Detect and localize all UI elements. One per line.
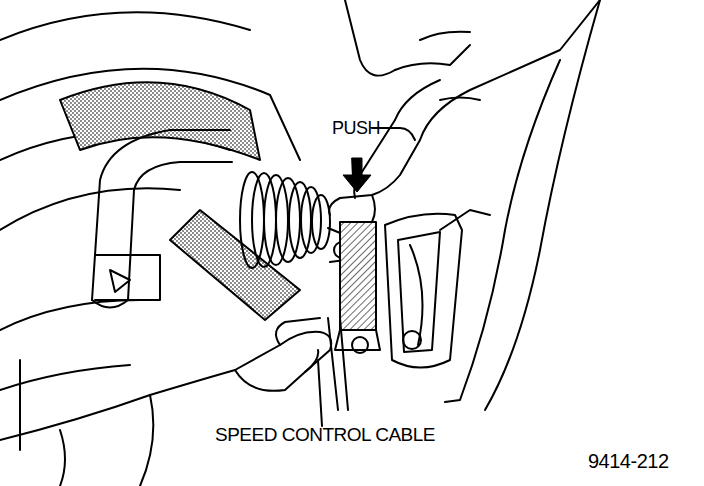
illustration-stroke <box>340 318 348 410</box>
illustration-stroke <box>340 222 376 330</box>
illustration-stroke <box>0 69 300 160</box>
illustration-stroke <box>0 300 140 330</box>
illustration-stroke <box>60 82 260 160</box>
illustration-stroke <box>60 430 65 486</box>
illustration-stroke <box>385 214 462 368</box>
illustration-stroke <box>328 318 338 410</box>
illustration-stroke <box>92 130 230 300</box>
lower-hand <box>0 318 331 486</box>
illustration-stroke <box>395 45 470 70</box>
illustration-stroke <box>318 360 322 426</box>
illustration-stroke <box>352 337 368 353</box>
illustration-stroke <box>403 331 421 349</box>
illustration-stroke <box>398 232 440 352</box>
speed-control-cable <box>328 318 348 410</box>
illustration-stroke <box>440 98 480 101</box>
illustration-stroke <box>343 158 371 192</box>
upper-hand <box>329 0 600 222</box>
throttle-linkage <box>385 210 490 368</box>
push-arrow <box>343 158 371 192</box>
illustration-stroke <box>92 300 128 308</box>
illustration-stroke <box>345 0 395 76</box>
illustration-stroke <box>410 245 423 345</box>
illustration-stroke <box>0 188 180 230</box>
action-label: PUSH <box>332 118 380 139</box>
illustration-stroke <box>95 255 160 300</box>
illustration-stroke <box>170 210 300 320</box>
illustration-stroke <box>140 395 153 486</box>
illustration-stroke <box>0 332 331 440</box>
illustration-stroke <box>440 210 490 230</box>
illustration-stroke <box>312 195 330 249</box>
right-panel <box>445 0 600 410</box>
illustration-stroke <box>19 360 21 450</box>
illustration-stroke <box>329 0 600 215</box>
illustration-stroke <box>276 318 320 345</box>
air-cleaner-housing <box>0 12 300 450</box>
illustration-stroke <box>345 195 375 222</box>
cable-bellows <box>240 172 350 268</box>
shaded-bracket <box>170 210 300 320</box>
illustration-stroke <box>110 270 130 292</box>
illustration-stroke <box>485 0 600 410</box>
leader-line <box>318 128 415 426</box>
illustration-stroke <box>420 32 470 40</box>
part-label: SPEED CONTROL CABLE <box>212 424 438 446</box>
figure-number: 9414-212 <box>588 450 669 473</box>
illustration-stroke <box>235 350 318 391</box>
illustration-stroke <box>0 12 250 40</box>
